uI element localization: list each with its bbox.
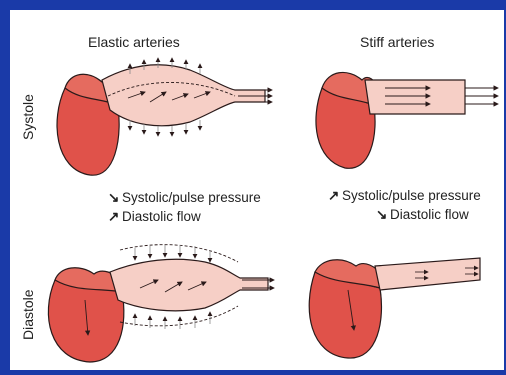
figure-panel: Elastic arteries Stiff arteries Systole … bbox=[10, 10, 504, 370]
stiff-systole-artery bbox=[365, 80, 465, 114]
stiff-diastole-artery bbox=[375, 258, 480, 290]
elastic-diastole-artery bbox=[110, 259, 268, 311]
stiff-diastole-heart bbox=[309, 260, 382, 358]
artery-illustration bbox=[10, 10, 504, 370]
